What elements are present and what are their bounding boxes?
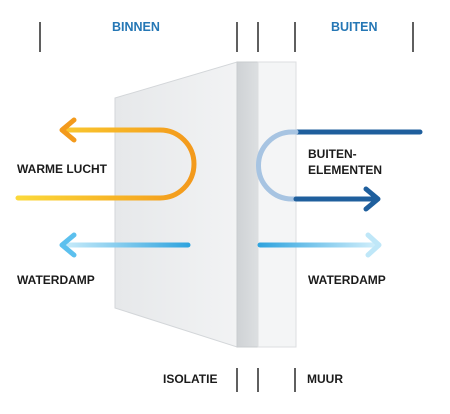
warm-air-arrowhead	[59, 117, 77, 143]
outside-vapour-arrow	[257, 232, 382, 258]
outside-loop-behind-wall	[256, 129, 299, 202]
outside-elements-arrowhead	[363, 186, 381, 212]
inside-vapour-arrow	[59, 232, 191, 258]
outside-vapour-label: WATERDAMP	[308, 273, 386, 287]
outside-elements-label-line2: ELEMENTEN	[308, 163, 383, 177]
wall-label: MUUR	[307, 372, 343, 386]
outside-header-label: BUITEN	[331, 20, 378, 34]
insulation-slab-edge	[236, 61, 259, 348]
outside-elements-arrow	[256, 129, 423, 212]
warm-air-label: WARME LUCHT	[17, 162, 107, 176]
warm-air-loop	[15, 127, 197, 201]
insulation-label: ISOLATIE	[163, 372, 218, 386]
header-ticks	[39, 22, 414, 52]
warm-air-arrow	[15, 117, 197, 201]
inside-vapour-label: WATERDAMP	[17, 273, 95, 287]
wall-panel	[114, 61, 297, 348]
outside-elements-label: BUITEN- ELEMENTEN	[308, 146, 408, 178]
outside-elements-label-line1: BUITEN-	[308, 147, 357, 161]
footer-ticks	[236, 368, 296, 392]
outside-vapour-arrowhead	[365, 232, 382, 258]
wall-slab	[257, 61, 297, 348]
inside-vapour-arrowhead	[59, 232, 77, 258]
insulation-slab-front	[114, 61, 238, 348]
inside-header-label: BINNEN	[112, 20, 160, 34]
